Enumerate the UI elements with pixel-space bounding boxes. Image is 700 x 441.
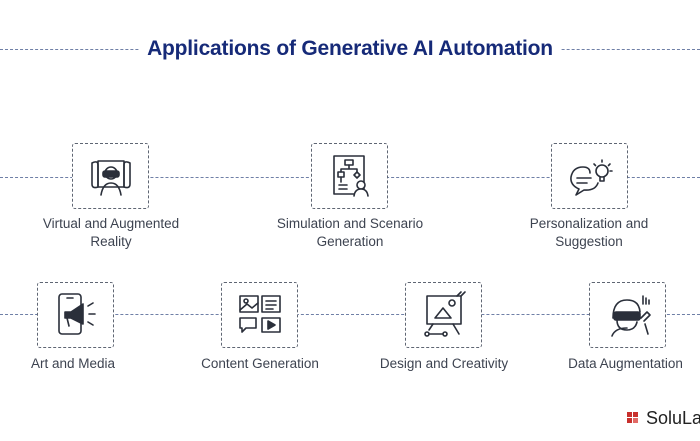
phone-megaphone-icon [57,293,96,335]
design-tools-icon [423,291,466,337]
label-design-creativity: Design and Creativity [379,356,509,371]
row2-line [0,314,700,315]
robot-ar-icon [610,295,651,337]
logo-text: SoluLa [646,408,700,428]
vr-headset-icon [90,160,131,196]
box-data-augmentation [589,282,666,348]
box-personalization [551,143,628,209]
box-simulation [311,143,388,209]
box-art-media [37,282,114,348]
label-content-generation: Content Generation [201,356,319,371]
flowchart-person-icon [332,155,369,197]
logo-mark-icon [627,411,641,426]
box-design-creativity [405,282,482,348]
label-art-media: Art and Media [30,356,116,371]
content-grid-icon [238,295,281,333]
chat-lightbulb-icon [569,159,613,196]
box-virtual-reality [72,143,149,209]
box-content-generation [221,282,298,348]
label-data-augmentation: Data Augmentation [568,356,683,371]
diagram-title: Applications of Generative AI Automation [0,37,700,61]
brand-logo: SoluLa [627,408,700,429]
